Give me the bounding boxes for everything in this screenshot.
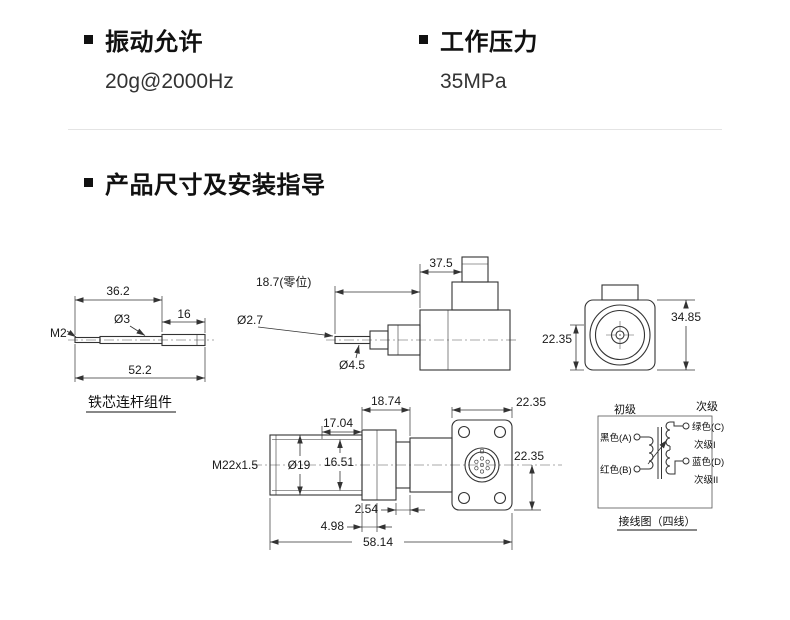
wire-black-label: 黑色(A) xyxy=(600,432,632,444)
terminal-b xyxy=(633,465,641,473)
spec-vibration-value: 20g@2000Hz xyxy=(105,70,234,93)
spec-vibration-header: 振动允许 xyxy=(84,22,234,57)
primary-label: 初级 xyxy=(614,402,636,416)
thread-spec-label: M22x1.5 xyxy=(212,458,258,472)
dim-2-54: 2.54 xyxy=(355,502,379,516)
terminal-a xyxy=(633,433,641,441)
primary-coil xyxy=(648,436,654,470)
dim-rod-front-length: 36.2 xyxy=(106,284,130,298)
dim-flange-width: 22.35 xyxy=(516,395,546,409)
rod-core xyxy=(161,333,206,347)
dim-rod-total-length: 52.2 xyxy=(128,363,152,377)
wire-blue-label: 蓝色(D) xyxy=(692,456,724,468)
front-connector-tab xyxy=(601,284,639,301)
dim-rod-rear-length: 16 xyxy=(177,307,191,321)
wire-red-label: 红色(B) xyxy=(600,464,632,476)
dim-zero-position: 18.7(零位) xyxy=(256,274,311,289)
wiring-diagram: 初级 次级 黑色(A) 红色(B) 绿色(C) 次级I xyxy=(597,399,724,531)
dim-body-length: 37.5 xyxy=(429,256,453,270)
spec-pressure-value: 35MPa xyxy=(440,70,507,93)
bullet-square-icon xyxy=(84,178,93,187)
wiring-box xyxy=(597,415,713,509)
rod-thread-label: M2 xyxy=(50,326,67,340)
cable-gland xyxy=(461,256,489,283)
dim-17-04: 17.04 xyxy=(323,416,353,430)
sensor-side-view-drawing: 37.5 18.7(零位) Ø2.7 Ø4.5 xyxy=(237,256,518,372)
spec-vibration-title: 振动允许 xyxy=(105,29,203,56)
terminal-c xyxy=(682,422,690,430)
wire-green-label: 绿色(C) xyxy=(692,421,724,433)
secondary2-label: 次级II xyxy=(694,474,718,486)
sensor-mounting-view-drawing: 18.74 22.35 17.04 M22x1.5 Ø19 16.51 22.3… xyxy=(212,394,562,550)
section-divider xyxy=(68,129,722,130)
spec-pressure-header: 工作压力 xyxy=(419,22,538,57)
rod-caption: 铁芯连杆组件 xyxy=(88,394,172,410)
dim-flange-height: 22.35 xyxy=(514,449,544,463)
terminal-d xyxy=(682,457,690,465)
connector-face xyxy=(464,447,500,483)
section-heading: 产品尺寸及安装指导 xyxy=(84,165,326,200)
rod-assembly-drawing: 36.2 Ø3 16 M2 52.2 铁芯连杆组件 xyxy=(50,284,214,413)
secondary-coil-1 xyxy=(665,421,671,447)
bolt-hole xyxy=(493,425,507,439)
wiring-caption: 接线图（四线） xyxy=(619,514,696,528)
dim-thread-diameter: Ø19 xyxy=(288,458,311,472)
dim-rod-diameter-2: Ø4.5 xyxy=(339,358,365,372)
dimension-drawings: 36.2 Ø3 16 M2 52.2 铁芯连杆组件 xyxy=(50,256,724,550)
dim-16-51: 16.51 xyxy=(324,455,354,469)
sensor-connector xyxy=(451,281,499,311)
dim-rod-diameter: Ø3 xyxy=(114,312,130,326)
sensor-front-view-drawing: 34.85 22.35 xyxy=(542,284,701,371)
bolt-hole xyxy=(493,491,507,505)
bolt-hole xyxy=(457,491,471,505)
bullet-square-icon xyxy=(419,35,428,44)
bolt-hole xyxy=(457,425,471,439)
section-title: 产品尺寸及安装指导 xyxy=(105,172,326,199)
dim-18-74: 18.74 xyxy=(371,394,401,408)
dim-front-center: 22.35 xyxy=(542,332,572,346)
dim-4-98: 4.98 xyxy=(321,519,345,533)
secondary1-label: 次级I xyxy=(694,439,716,451)
dim-total-length: 58.14 xyxy=(363,535,393,549)
spec-vibration: 振动允许 20g@2000Hz xyxy=(84,22,234,94)
dim-front-height: 34.85 xyxy=(671,310,701,324)
spec-pressure: 工作压力 35MPa xyxy=(419,22,538,94)
spec-pressure-title: 工作压力 xyxy=(440,29,538,56)
secondary-label: 次级 xyxy=(696,399,718,413)
mounting-flange xyxy=(451,419,513,511)
bullet-square-icon xyxy=(84,35,93,44)
dim-tip-diameter: Ø2.7 xyxy=(237,313,263,327)
secondary-coil-2 xyxy=(665,449,671,475)
